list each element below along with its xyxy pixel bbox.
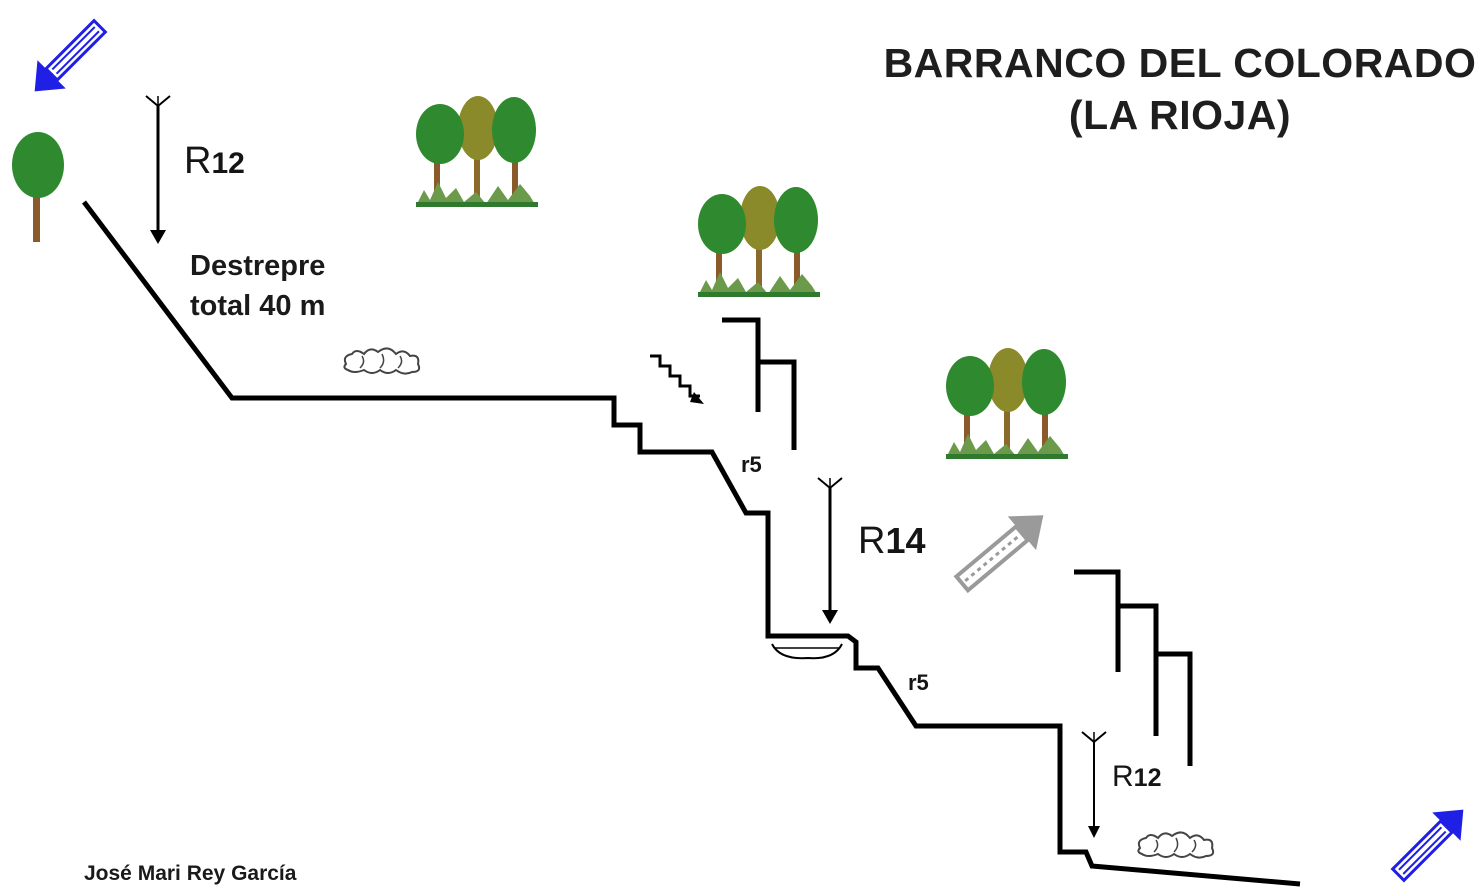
step-label: r5 (908, 670, 929, 695)
descent-note-detail: total 40 m (190, 290, 326, 322)
rappel-height: 14 (885, 520, 926, 561)
rappel-letter: R (858, 520, 886, 562)
descent-note: Destrepre (190, 250, 326, 282)
author-credit: José Mari Rey García (84, 862, 297, 885)
trees-icon (946, 348, 1068, 459)
exit-arrow-icon (1390, 809, 1464, 883)
trees-icon (416, 96, 538, 207)
trees-icon (698, 186, 820, 297)
tree-icon (12, 132, 64, 242)
canyon-profile-line (82, 200, 1301, 887)
rappel-letter: R (1112, 760, 1134, 793)
rappel-arrow (822, 486, 838, 624)
rappel-height: 12 (211, 147, 245, 180)
rappel-arrow (150, 104, 166, 244)
downclimb-icon (650, 354, 700, 398)
boulders-icon (343, 347, 421, 375)
escape-route-steps (1074, 569, 1193, 766)
diagram-title: BARRANCO DEL COLORADO (883, 40, 1477, 86)
escape-route-steps (722, 317, 797, 450)
diagram-subtitle: (LA RIOJA) (1068, 92, 1292, 138)
entry-arrow-icon (34, 18, 108, 92)
pool-icon (771, 643, 843, 660)
rappel-height: 12 (1133, 764, 1162, 792)
rappel-label: R14 (858, 520, 926, 563)
escape-route-arrow-icon (953, 515, 1044, 594)
rappel-label: R12 (1112, 760, 1161, 794)
rappel-letter: R (184, 140, 212, 182)
rappel-label: R12 (184, 140, 245, 183)
step-label: r5 (741, 452, 762, 477)
downclimb-arrow (690, 392, 704, 404)
rappel-arrow (1088, 740, 1100, 838)
boulders-icon (1137, 831, 1215, 859)
